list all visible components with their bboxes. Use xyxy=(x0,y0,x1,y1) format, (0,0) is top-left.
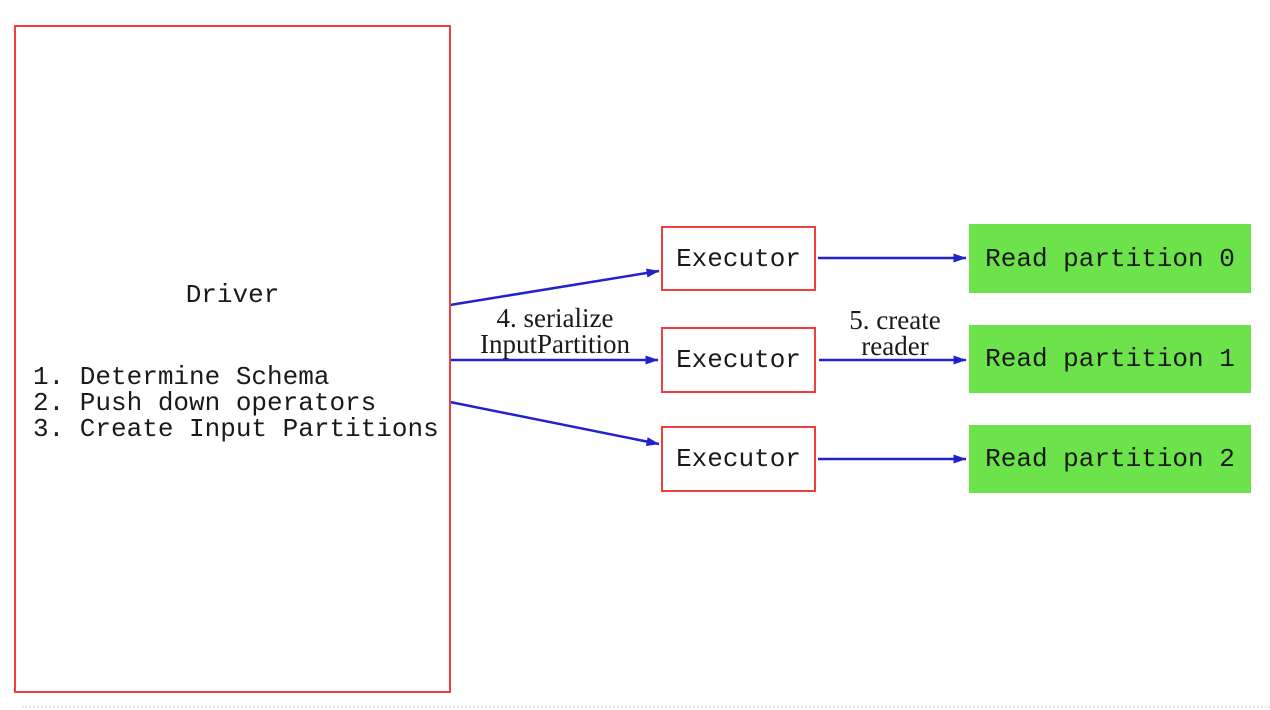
driver-title: Driver xyxy=(185,280,280,310)
driver-step-create-input-partitions: 3. Create Input Partitions xyxy=(33,414,439,444)
read-partition-box-2: Read partition 2 xyxy=(969,425,1251,493)
arrow-driver-to-executor-0 xyxy=(449,268,660,307)
page-bottom-divider xyxy=(22,706,1270,708)
driver-step-determine-schema: 1. Determine Schema xyxy=(33,362,330,392)
executor-box-1: Executor xyxy=(661,327,816,393)
read-partition-box-1: Read partition 1 xyxy=(969,325,1251,393)
edge-label-serialize-inputpartition: 4. serialize InputPartition xyxy=(480,303,630,359)
executor-box-2: Executor xyxy=(661,426,816,492)
read-partition-box-0: Read partition 0 xyxy=(969,224,1251,293)
arrow-driver-to-executor-2 xyxy=(449,400,660,446)
driver-steps-list: 1. Determine Schema 2. Push down operato… xyxy=(33,364,439,442)
edge-label-create-reader: 5. create reader xyxy=(849,305,941,361)
driver-step-push-down-operators: 2. Push down operators xyxy=(33,388,377,418)
driver-box: Driver 1. Determine Schema 2. Push down … xyxy=(14,25,451,693)
executor-box-0: Executor xyxy=(661,226,816,291)
